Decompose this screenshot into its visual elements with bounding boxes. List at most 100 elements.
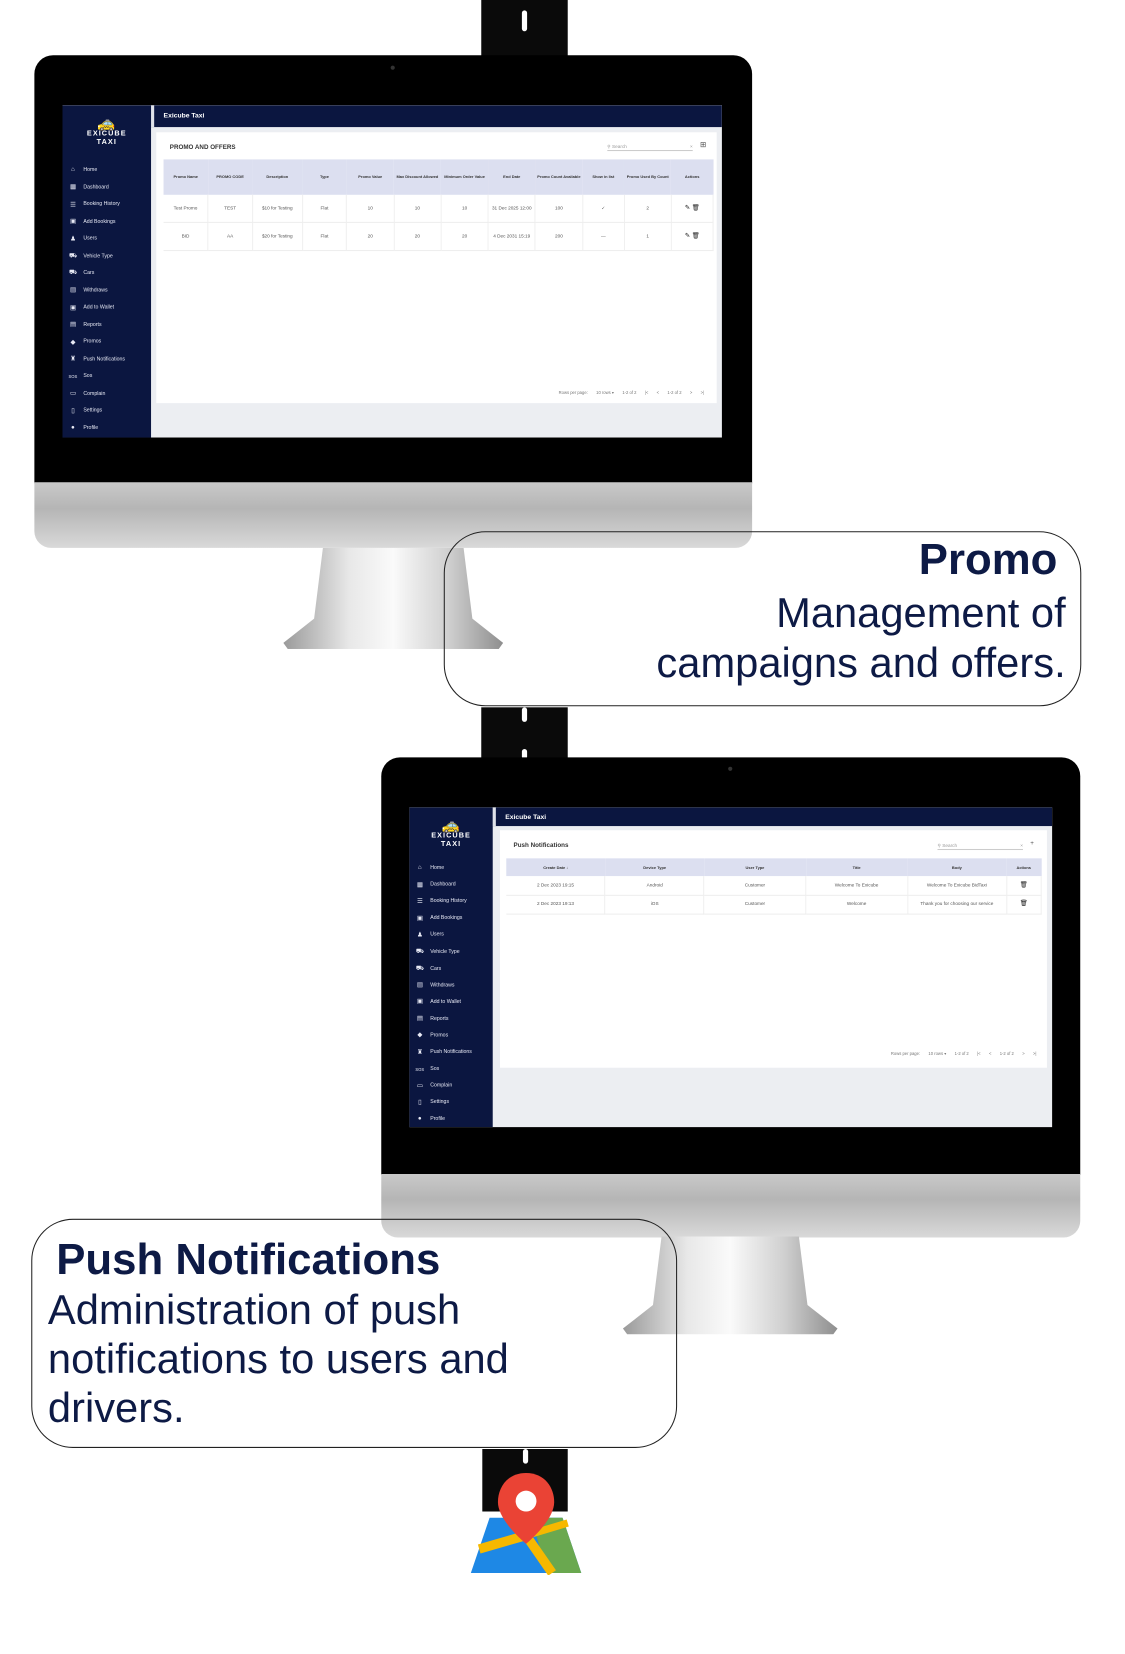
sidebar-item-label: Home [430, 864, 445, 871]
sidebar-item-add-to-wallet[interactable]: ▣Add to Wallet [63, 299, 152, 316]
sidebar-item-dashboard[interactable]: ▦Dashboard [409, 876, 492, 893]
table-cell: $10 for Testing [252, 194, 303, 223]
first-page-button[interactable]: |< [977, 1051, 981, 1057]
logo-line2: TAXI [440, 840, 462, 848]
sidebar-item-dashboard[interactable]: ▦Dashboard [63, 179, 152, 196]
column-header[interactable]: Promo Value [346, 159, 394, 195]
page-title: Push Notifications [513, 842, 569, 849]
edit-icon[interactable]: ✎ [684, 205, 690, 212]
sidebar-item-promos[interactable]: ◆Promos [63, 333, 152, 350]
search-input[interactable]: ⚲ Search× [937, 842, 1023, 851]
sidebar-item-complain[interactable]: ▭Complain [63, 385, 152, 402]
page-info: 1-2 of 2 [667, 389, 682, 395]
table-cell: 10 [346, 194, 395, 223]
column-header[interactable]: Promo Used By Count [624, 159, 672, 195]
sidebar-item-users[interactable]: ♟Users [409, 926, 492, 943]
sidebar-icon: ▯ [71, 408, 75, 415]
callout-title: Push Notifications [56, 1234, 441, 1284]
prev-page-button[interactable]: < [656, 389, 660, 395]
column-header[interactable]: PROMO CODE [207, 159, 253, 195]
first-page-button[interactable]: |< [644, 389, 649, 395]
pagination: Rows per page: 10 rows ▾ 1-2 of 2 |<< 1-… [559, 390, 705, 395]
sidebar-item-cars[interactable]: ⛟Cars [63, 265, 152, 282]
sidebar-item-push-notifications[interactable]: ♜Push Notifications [63, 351, 152, 368]
delete-icon[interactable]: 🗑 [691, 233, 700, 240]
column-header[interactable]: End Date [488, 159, 536, 195]
sidebar-item-home[interactable]: ⌂Home [409, 859, 492, 876]
last-page-button[interactable]: >| [700, 389, 705, 395]
sidebar-icon: ▤ [416, 982, 423, 989]
table-cell: Flat [302, 222, 348, 251]
sidebar-icon: SOS [415, 1066, 425, 1072]
column-header[interactable]: Description [252, 159, 303, 195]
table-cell: 100 [535, 194, 584, 223]
callout-title: Promo [918, 534, 1058, 584]
sidebar-item-promos[interactable]: ◆Promos [409, 1027, 492, 1044]
clear-icon[interactable]: × [689, 143, 693, 149]
sidebar-icon: ▦ [69, 184, 76, 191]
next-page-button[interactable]: > [1022, 1051, 1025, 1057]
column-header[interactable]: Promo Count Available [535, 159, 583, 195]
column-header[interactable]: Type [302, 159, 347, 195]
sidebar-item-withdraws[interactable]: ▤Withdraws [63, 282, 152, 299]
clear-icon[interactable]: × [1020, 842, 1023, 848]
column-header[interactable]: Actions [671, 159, 714, 195]
column-header[interactable]: Title [805, 858, 908, 877]
prev-page-button[interactable]: < [988, 1051, 992, 1057]
next-page-button[interactable]: > [689, 389, 693, 395]
sidebar-item-add-bookings[interactable]: ▣Add Bookings [63, 213, 152, 230]
column-header[interactable]: Max Discount Allowed [393, 159, 441, 195]
sidebar-item-label: Push Notifications [83, 356, 126, 363]
sidebar-item-label: Settings [83, 407, 103, 414]
column-header[interactable]: Promo Name [163, 159, 208, 195]
sidebar-item-booking-history[interactable]: ☰Booking History [63, 196, 152, 213]
table-cell: TEST [207, 194, 253, 223]
sidebar-item-settings[interactable]: ▯ Settings [63, 402, 152, 419]
rows-per-page-select[interactable]: 10 rows ▾ [596, 389, 614, 395]
table-cell: 4 Dec 2031 15:19 [488, 222, 536, 251]
sidebar-icon: ♜ [416, 1049, 423, 1056]
sidebar-item-cars[interactable]: ⛟Cars [409, 960, 492, 977]
sidebar-item-reports[interactable]: ▤Reports [63, 316, 152, 333]
add-icon[interactable]: + [1030, 840, 1034, 847]
sidebar-item-home[interactable]: ⌂Home [63, 161, 152, 178]
column-header[interactable]: User Type [704, 858, 806, 877]
sidebar-item-booking-history[interactable]: ☰Booking History [409, 893, 492, 910]
search-input[interactable]: ⚲ Search× [607, 143, 693, 152]
sidebar-item-users[interactable]: ♟Users [63, 230, 152, 247]
edit-icon[interactable]: ✎ [684, 233, 690, 240]
column-header[interactable]: Show in list [582, 159, 625, 195]
sidebar-item-withdraws[interactable]: ▤ Withdraws [409, 977, 492, 994]
add-icon[interactable]: ⊞ [700, 141, 707, 149]
delete-icon[interactable]: 🗑 [691, 205, 700, 212]
search-placeholder: Search [612, 143, 627, 149]
delete-icon[interactable]: 🗑 [1019, 882, 1028, 889]
sidebar-item-label: Complain [83, 390, 106, 397]
sidebar-item-profile[interactable]: ●Profile [63, 419, 152, 436]
last-page-button[interactable]: >| [1032, 1051, 1037, 1057]
table-cell: AA [207, 222, 253, 251]
column-header[interactable]: Device Type [605, 858, 705, 877]
sidebar-item-add-to-wallet[interactable]: ▣Add to Wallet [409, 994, 492, 1011]
rows-per-page-select[interactable]: 10 rows ▾ [928, 1051, 947, 1057]
column-header[interactable]: Actions [1006, 858, 1042, 877]
sidebar-item-settings[interactable]: ▯Settings [409, 1094, 492, 1111]
sidebar-item-reports[interactable]: ▤Reports [409, 1010, 492, 1027]
sidebar-item-push-notifications[interactable]: ♜Push Notifications [409, 1044, 492, 1061]
column-header[interactable]: Minimum Order Value [440, 159, 489, 195]
sidebar-item-vehicle-type[interactable]: ⛟Vehicle Type [409, 943, 492, 960]
sidebar-item-add-bookings[interactable]: ▣Add Bookings [409, 910, 492, 927]
callout-text: campaigns and offers. [656, 640, 1066, 687]
column-header[interactable]: Body [907, 858, 1007, 877]
table-cell: 10 [393, 194, 442, 223]
column-header[interactable]: Create Date ↓ [506, 858, 606, 877]
delete-icon[interactable]: 🗑 [1019, 901, 1028, 908]
sidebar-item-vehicle-type[interactable]: ⛟Vehicle Type [63, 247, 152, 264]
sidebar-item-label: Withdraws [430, 982, 455, 989]
sidebar-item-complain[interactable]: ▭Complain [409, 1077, 492, 1094]
sidebar-item-profile[interactable]: ●Profile [409, 1111, 492, 1127]
